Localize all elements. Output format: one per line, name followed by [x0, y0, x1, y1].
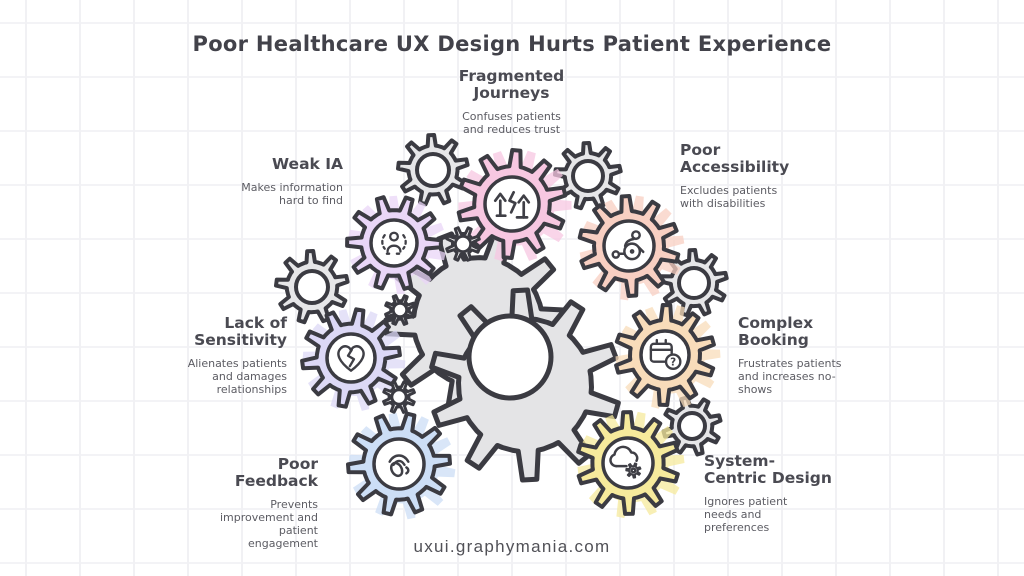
factor-complex-booking: Complex Booking Frustrates patients and …: [738, 314, 923, 397]
factor-poor-accessibility: Poor Accessibility Excludes patients wit…: [680, 141, 865, 211]
gear-weak-ia: [345, 195, 446, 295]
muted-voice-icon: [388, 454, 410, 478]
gear-poor-accessibility: [577, 194, 685, 301]
factor-title: Poor Accessibility: [680, 141, 790, 176]
factor-fragmented-journeys: Fragmented Journeys Confuses patients an…: [419, 67, 604, 137]
factor-description: Makes information hard to find: [241, 181, 343, 207]
factor-lack-of-sensitivity: Lack of Sensitivity Alienates patients a…: [102, 314, 287, 397]
factor-description: Ignores patient needs and preferences: [704, 495, 788, 534]
gray-gear-hub: [415, 152, 451, 188]
central-gear-hub: [466, 313, 554, 401]
page-title: Poor Healthcare UX Design Hurts Patient …: [192, 32, 832, 56]
gear-hub: [602, 219, 656, 273]
svg-text:?: ?: [670, 357, 676, 369]
calendar-question-icon: ?: [649, 338, 682, 371]
gray-gear-hub: [571, 159, 605, 193]
small-gear-hub: [453, 234, 473, 254]
factor-description: Confuses patients and reduces trust: [462, 110, 561, 136]
background-gears: [274, 133, 729, 457]
broken-journey-icon: [493, 190, 531, 219]
gear-lack-of-sensitivity: [300, 307, 406, 411]
user-info-icon: [381, 231, 407, 255]
factor-description: Frustrates patients and increases no- sh…: [738, 357, 842, 396]
wheelchair-icon: [611, 230, 645, 261]
factor-poor-feedback: Poor Feedback Prevents improvement and p…: [133, 455, 318, 551]
factor-title: Weak IA: [272, 155, 343, 173]
central-gears: [383, 229, 621, 483]
broken-heart-icon: [337, 345, 365, 372]
gear-complex-booking: ?: [614, 303, 721, 409]
gear-hub: [639, 329, 691, 381]
factor-system-centric-design: System- Centric Design Ignores patient n…: [704, 452, 889, 535]
small-gears: [382, 226, 481, 414]
gear-system-centric-design: [576, 410, 685, 519]
factor-weak-ia: Weak IA Makes information hard to find: [158, 155, 343, 208]
small-gear-hub: [390, 388, 408, 406]
factor-title: Complex Booking: [738, 314, 814, 349]
factor-description: Prevents improvement and patient engagem…: [219, 498, 318, 550]
factor-description: Alienates patients and damages relations…: [187, 357, 287, 396]
factor-title: System- Centric Design: [704, 452, 832, 487]
gear-hub: [483, 175, 541, 233]
gray-gear-hub: [294, 269, 330, 305]
factor-description: Excludes patients with disabilities: [680, 184, 778, 210]
gray-gear-hub: [677, 411, 707, 441]
factor-title: Poor Feedback: [234, 455, 318, 490]
factor-title: Lack of Sensitivity: [194, 314, 287, 349]
gear-poor-feedback: [346, 411, 456, 520]
gear-hub: [369, 218, 419, 268]
small-gear-hub: [391, 301, 409, 319]
website-url: uxui.graphymania.com: [413, 537, 611, 556]
factor-title: Fragmented Journeys: [458, 67, 565, 102]
gray-gear-hub: [677, 266, 711, 300]
gear-fragmented-journeys: [456, 148, 572, 262]
cloud-gear-icon: [609, 445, 642, 479]
